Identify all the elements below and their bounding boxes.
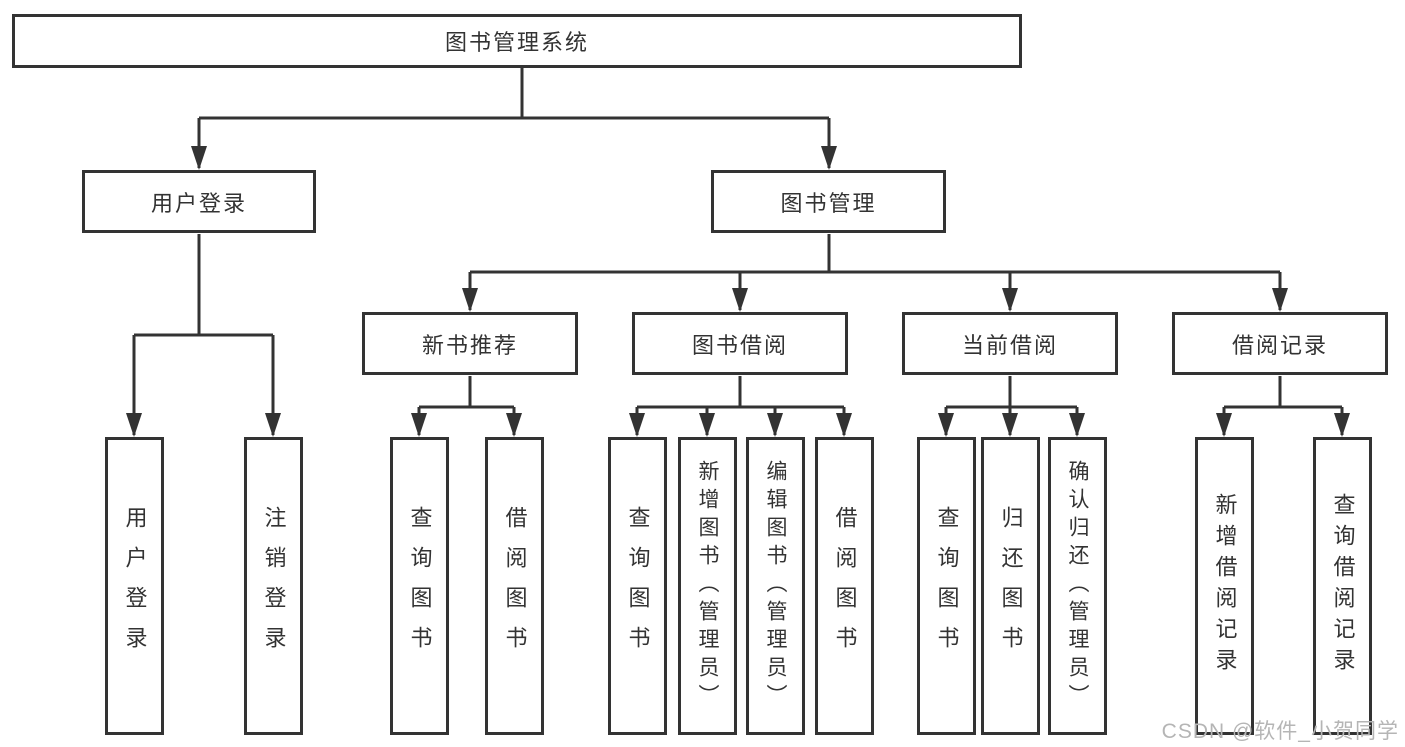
leaf-query-books-current: 查询图书 xyxy=(917,437,976,735)
leaf-label: 注销登录 xyxy=(261,506,287,666)
node-book-management-module: 图书管理 xyxy=(711,170,946,233)
node-current-borrow: 当前借阅 xyxy=(902,312,1118,375)
leaf-label: 新增借阅记录 xyxy=(1212,493,1238,679)
leaf-label: 查询图书 xyxy=(934,506,960,666)
leaf-query-books-recommend: 查询图书 xyxy=(390,437,449,735)
leaf-label: 查询图书 xyxy=(625,506,651,666)
leaf-label: 查询借阅记录 xyxy=(1330,493,1356,679)
node-root-system: 图书管理系统 xyxy=(12,14,1022,68)
leaf-query-books-borrow: 查询图书 xyxy=(608,437,667,735)
leaf-label: 借阅图书 xyxy=(832,506,858,666)
leaf-add-borrow-record: 新增借阅记录 xyxy=(1195,437,1254,735)
leaf-borrow-books: 借阅图书 xyxy=(815,437,874,735)
node-user-login-module: 用户登录 xyxy=(82,170,316,233)
leaf-add-books-admin: 新增图书（管理员） xyxy=(678,437,737,735)
leaf-return-books: 归还图书 xyxy=(981,437,1040,735)
leaf-user-login: 用户登录 xyxy=(105,437,164,735)
leaf-label: 借阅图书 xyxy=(502,506,528,666)
node-borrow-records: 借阅记录 xyxy=(1172,312,1388,375)
leaf-label: 用户登录 xyxy=(122,506,148,666)
leaf-logout: 注销登录 xyxy=(244,437,303,735)
csdn-watermark: CSDN @软件_小贺同学 xyxy=(1161,720,1399,743)
leaf-query-borrow-record: 查询借阅记录 xyxy=(1313,437,1372,735)
leaf-label: 查询图书 xyxy=(407,506,433,666)
leaf-label: 编辑图书（管理员） xyxy=(764,460,787,712)
leaf-edit-books-admin: 编辑图书（管理员） xyxy=(746,437,805,735)
leaf-label: 新增图书（管理员） xyxy=(696,460,719,712)
node-book-borrow: 图书借阅 xyxy=(632,312,848,375)
leaf-label: 归还图书 xyxy=(998,506,1024,666)
leaf-confirm-return-admin: 确认归还（管理员） xyxy=(1048,437,1107,735)
leaf-borrow-books-recommend: 借阅图书 xyxy=(485,437,544,735)
leaf-label: 确认归还（管理员） xyxy=(1066,460,1089,712)
node-new-book-recommend: 新书推荐 xyxy=(362,312,578,375)
